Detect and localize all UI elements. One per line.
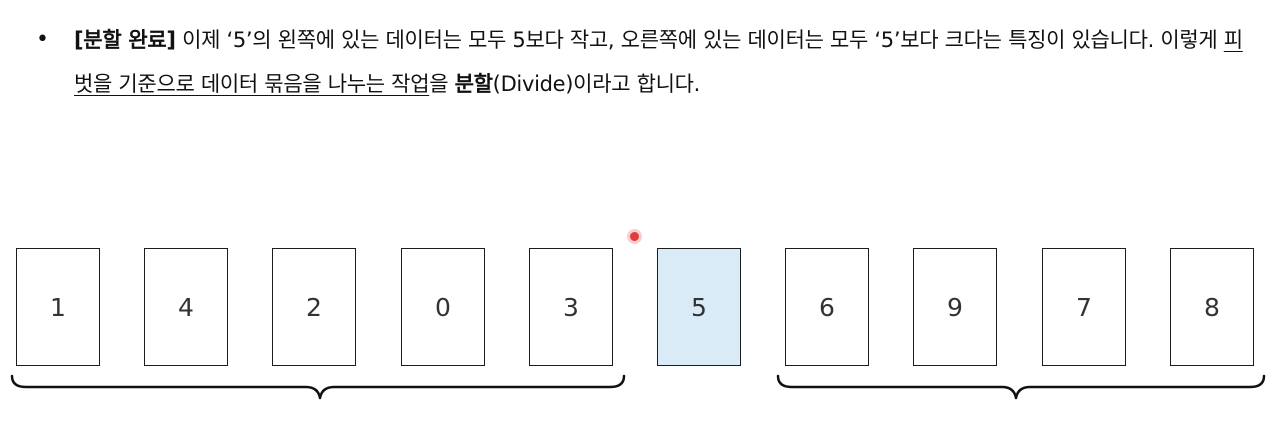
data-card: 0 (401, 248, 485, 366)
data-card: 1 (16, 248, 100, 366)
section-label: [분할 완료] (74, 28, 176, 52)
data-card: 2 (272, 248, 356, 366)
data-card: 4 (144, 248, 228, 366)
sentence-part-2: 을 (429, 72, 455, 96)
data-card: 9 (913, 248, 997, 366)
pointer-indicator (630, 232, 639, 241)
explanation-paragraph: [분할 완료] 이제 ‘5’의 왼쪽에 있는 데이터는 모두 5보다 작고, 오… (74, 18, 1254, 106)
pivot-card: 5 (657, 248, 741, 366)
right-group-brace (776, 374, 1266, 400)
underlined-definition: 피벗을 기준으로 데이터 묶음을 나누는 작업 (74, 28, 1243, 96)
left-group-brace (10, 374, 626, 400)
data-card: 3 (529, 248, 613, 366)
data-card: 7 (1042, 248, 1126, 366)
group-braces (10, 374, 1266, 400)
bullet-marker: • (36, 27, 49, 52)
data-card: 8 (1170, 248, 1254, 366)
sentence-part-3: (Divide)이라고 합니다. (492, 72, 701, 96)
key-term: 분할 (454, 72, 493, 96)
data-card: 6 (785, 248, 869, 366)
sentence-part-1: 이제 ‘5’의 왼쪽에 있는 데이터는 모두 5보다 작고, 오른쪽에 있는 데… (175, 28, 1224, 52)
